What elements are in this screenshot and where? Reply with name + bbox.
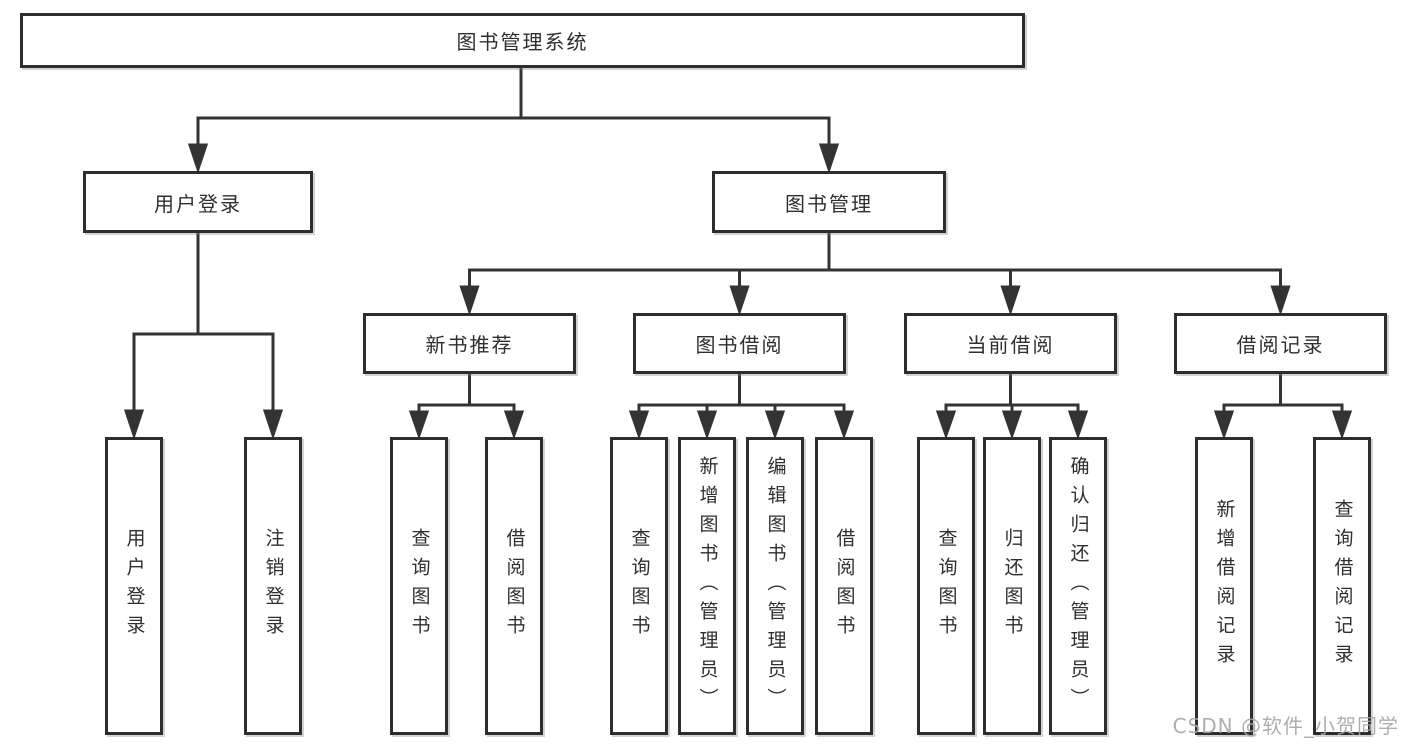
node-label: 借阅记录 [1236, 333, 1325, 357]
connector-book-borrow-to-leaves [628, 374, 855, 440]
connector-new-book-recommend-to-leaves [408, 374, 525, 440]
node-label: 查询借阅记录 [1331, 499, 1354, 673]
node-label: 用户登录 [154, 191, 242, 216]
node-label: 查询图书 [408, 528, 431, 644]
connector-root-to-level2 [187, 68, 840, 174]
node-library-management-system: 图书管理系统 [20, 13, 1025, 68]
leaf-borrow-books: 借阅图书 [815, 437, 873, 735]
node-label: 图书管理系统 [456, 30, 589, 54]
node-label: 确认归还（管理员） [1067, 455, 1090, 717]
node-label: 查询图书 [935, 528, 958, 644]
connector-book-management-to-level3 [459, 233, 1291, 316]
connector-current-borrow-to-leaves [935, 374, 1089, 440]
node-label: 借阅图书 [503, 528, 526, 644]
node-label: 用户登录 [123, 528, 146, 644]
connector-user-login-to-leaves [123, 233, 284, 440]
leaf-query-books-current: 查询图书 [917, 437, 975, 735]
node-label: 新书推荐 [425, 333, 514, 357]
node-new-book-recommend: 新书推荐 [363, 313, 576, 374]
node-label: 查询图书 [628, 528, 651, 644]
leaf-confirm-return-admin: 确认归还（管理员） [1049, 437, 1107, 735]
node-label: 归还图书 [1001, 528, 1024, 644]
leaf-add-borrow-record: 新增借阅记录 [1195, 437, 1253, 735]
leaf-user-login: 用户登录 [105, 437, 163, 735]
node-book-borrow: 图书借阅 [633, 313, 846, 374]
leaf-return-book: 归还图书 [983, 437, 1041, 735]
node-label: 借阅图书 [833, 528, 856, 644]
node-label: 注销登录 [262, 528, 285, 644]
leaf-add-book-admin: 新增图书（管理员） [678, 437, 736, 735]
node-book-management: 图书管理 [712, 171, 946, 233]
node-label: 当前借阅 [966, 333, 1055, 357]
leaf-logout: 注销登录 [244, 437, 302, 735]
node-current-borrow: 当前借阅 [904, 313, 1117, 374]
node-label: 图书借阅 [695, 333, 784, 357]
node-label: 图书管理 [785, 191, 873, 216]
node-label: 新增图书（管理员） [696, 455, 719, 717]
csdn-watermark: CSDN @软件_小贺同学 [1172, 714, 1399, 738]
node-borrow-records: 借阅记录 [1174, 313, 1387, 374]
connector-borrow-records-to-leaves [1213, 374, 1353, 440]
node-label: 新增借阅记录 [1213, 499, 1236, 673]
leaf-query-books-recommend: 查询图书 [390, 437, 448, 735]
node-user-login: 用户登录 [83, 171, 313, 233]
leaf-edit-book-admin: 编辑图书（管理员） [746, 437, 804, 735]
leaf-borrow-books-recommend: 借阅图书 [485, 437, 543, 735]
leaf-query-borrow-record: 查询借阅记录 [1313, 437, 1371, 735]
node-label: 编辑图书（管理员） [764, 455, 787, 717]
leaf-query-books-borrow: 查询图书 [610, 437, 668, 735]
